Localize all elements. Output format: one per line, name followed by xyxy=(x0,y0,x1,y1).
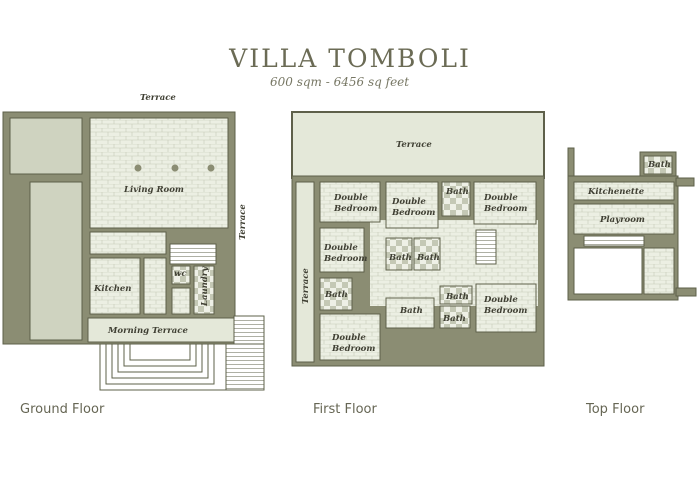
tf-playroom-label: Playroom xyxy=(599,215,645,225)
gf-living-room-label: Living Room xyxy=(123,185,184,195)
gf-wc-label: wc xyxy=(174,269,187,279)
gf-laundry-label: Laundry xyxy=(200,266,210,307)
ff-bath-4-label: Bath xyxy=(324,290,348,300)
ff-terrace-side-label: Terrace xyxy=(301,268,311,304)
tf-bath-label: Bath xyxy=(647,160,671,170)
gf-terrace-side-label: Terrace xyxy=(238,204,248,240)
first-floor-label: First Floor xyxy=(313,402,377,417)
ff-bath-3-label: Bath xyxy=(416,253,440,263)
ff-bath-6-label: Bath xyxy=(445,292,469,302)
ground-floor-label: Ground Floor xyxy=(20,402,105,417)
gf-terrace-top-label: Terrace xyxy=(140,93,176,103)
top-floor-plan: Bath Kitchenette Playroom xyxy=(567,147,697,301)
tf-kitchenette-label: Kitchenette xyxy=(587,187,645,197)
ff-bath-1-label: Bath xyxy=(445,187,469,197)
ff-bath-5-label: Bath xyxy=(399,306,423,316)
ff-terrace-top-label: Terrace xyxy=(396,140,432,150)
gf-morning-terrace-label: Morning Terrace xyxy=(107,326,188,336)
gf-kitchen-label: Kitchen xyxy=(93,284,132,294)
ground-floor-plan: Terrace Living Room Terrace wc Laundry K… xyxy=(2,93,265,391)
ff-bath-7-label: Bath xyxy=(442,314,466,324)
top-floor-label: Top Floor xyxy=(586,402,645,417)
page-subtitle: 600 sqm - 6456 sq feet xyxy=(270,75,410,89)
page-title: VILLA TOMBOLI xyxy=(229,44,471,73)
ff-bath-2-label: Bath xyxy=(388,253,412,263)
